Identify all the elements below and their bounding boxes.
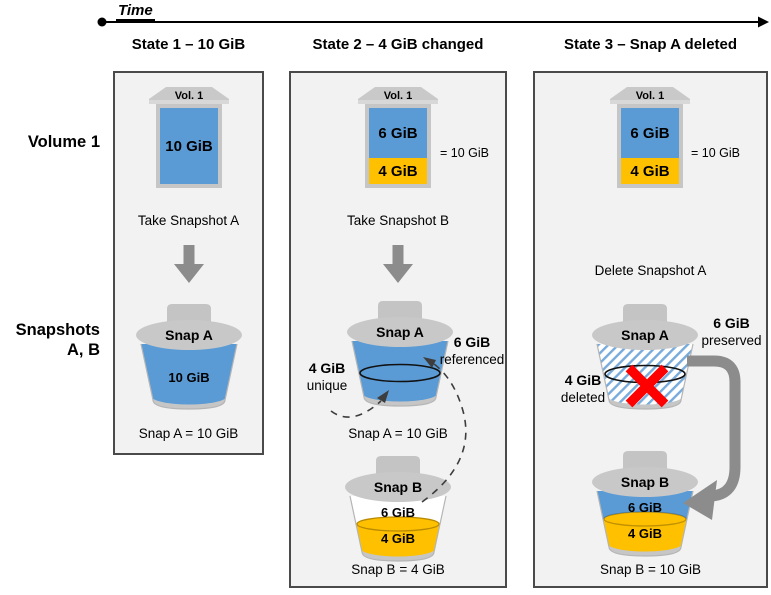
volume-cap-band: [610, 100, 690, 104]
state3-action: Delete Snapshot A: [594, 263, 707, 278]
red-x-icon: [625, 364, 669, 408]
state3-volume-cap: Vol. 1: [610, 87, 690, 104]
row-label-snapshots-line2: A, B: [67, 341, 100, 359]
bucket-lid: [347, 317, 453, 347]
volume-cap-band: [358, 100, 438, 104]
state2-unique-value: 4 GiB: [308, 360, 346, 376]
state1-snap-a-value: 10 GiB: [168, 370, 209, 385]
state3-snap-b-caption: Snap B = 10 GiB: [600, 562, 701, 577]
state2-action: Take Snapshot B: [346, 213, 450, 228]
state3-deleted-word: deleted: [560, 390, 606, 405]
state2-snap-b-name: Snap B: [374, 479, 422, 495]
down-arrow-icon: [174, 245, 204, 283]
state3-volume-bottom-segment: 4 GiB: [621, 158, 679, 184]
state2-snap-b-bottom-value: 4 GiB: [381, 531, 415, 546]
state3-snap-b-bottom-value: 4 GiB: [628, 526, 662, 541]
volume-cap-trapezoid: [610, 87, 690, 104]
state3-preserved-note: 6 GiB preserved: [698, 315, 765, 349]
state3-snap-b-top-value: 6 GiB: [628, 500, 662, 515]
state2-volume-cap-label: Vol. 1: [384, 90, 413, 102]
state3-volume-cap-label: Vol. 1: [636, 90, 665, 102]
state2-volume: 6 GiB 4 GiB: [365, 104, 431, 188]
row-label-snapshots: Snapshots A, B: [0, 320, 100, 360]
snapshot-bucket-state2-snap-b: Snap B 6 GiB 4 GiB: [345, 456, 451, 562]
state3-snap-b-name: Snap B: [621, 474, 669, 490]
bucket-lid: [592, 320, 698, 350]
state2-volume-bottom-segment: 4 GiB: [369, 158, 427, 184]
bucket-lid: [136, 320, 242, 350]
state1-title: State 1 – 10 GiB: [131, 36, 246, 53]
state1-volume: 10 GiB: [156, 104, 222, 188]
row-label-volume: Volume 1: [27, 133, 100, 151]
state2-referenced-value: 6 GiB: [453, 334, 491, 350]
time-axis-arrow: [97, 16, 769, 28]
volume-cap-band: [149, 100, 229, 104]
state1-volume-segment: 10 GiB: [160, 108, 218, 184]
state2-unique-word: unique: [306, 378, 348, 393]
down-arrow-icon: [383, 245, 413, 283]
state3-volume-top-segment: 6 GiB: [621, 108, 679, 158]
state2-referenced-note: 6 GiB referenced: [436, 334, 508, 368]
state3-snap-a-name: Snap A: [621, 327, 669, 343]
state2-snap-b-caption: Snap B = 4 GiB: [351, 562, 445, 577]
state2-referenced-word: referenced: [439, 352, 505, 367]
state2-title: State 2 – 4 GiB changed: [312, 36, 484, 53]
state1-volume-cap-label: Vol. 1: [175, 90, 204, 102]
state3-title: State 3 – Snap A deleted: [563, 36, 738, 53]
state3-deleted-note: 4 GiB deleted: [554, 372, 612, 406]
state1-action: Take Snapshot A: [137, 213, 240, 228]
row-label-snapshots-line1: Snapshots: [15, 321, 100, 339]
state2-snap-a-name: Snap A: [376, 324, 424, 340]
state3-volume-total: = 10 GiB: [691, 146, 740, 160]
volume-cap-trapezoid: [358, 87, 438, 104]
state2-volume-top-segment: 6 GiB: [369, 108, 427, 158]
snapshot-bucket-state3-snap-b: Snap B 6 GiB 4 GiB: [592, 451, 698, 557]
state1-volume-cap: Vol. 1: [149, 87, 229, 104]
state3-volume: 6 GiB 4 GiB: [617, 104, 683, 188]
state2-snap-b-top-value: 6 GiB: [381, 505, 415, 520]
volume-cap-trapezoid: [149, 87, 229, 104]
bucket-lid: [592, 467, 698, 497]
state2-volume-cap: Vol. 1: [358, 87, 438, 104]
state3-preserved-word: preserved: [701, 333, 762, 348]
state2-snap-a-caption: Snap A = 10 GiB: [348, 426, 448, 441]
state1-snap-a-caption: Snap A = 10 GiB: [138, 426, 239, 441]
state2-volume-total: = 10 GiB: [440, 146, 489, 160]
snapshot-bucket-state1-snap-a: Snap A 10 GiB: [136, 304, 242, 410]
state1-snap-a-name: Snap A: [165, 327, 213, 343]
state3-deleted-value: 4 GiB: [564, 372, 602, 388]
snapshot-bucket-state3-snap-a: Snap A: [592, 304, 698, 410]
state2-unique-note: 4 GiB unique: [295, 360, 359, 394]
time-axis-label: Time: [116, 2, 155, 21]
state3-preserved-value: 6 GiB: [713, 315, 750, 331]
